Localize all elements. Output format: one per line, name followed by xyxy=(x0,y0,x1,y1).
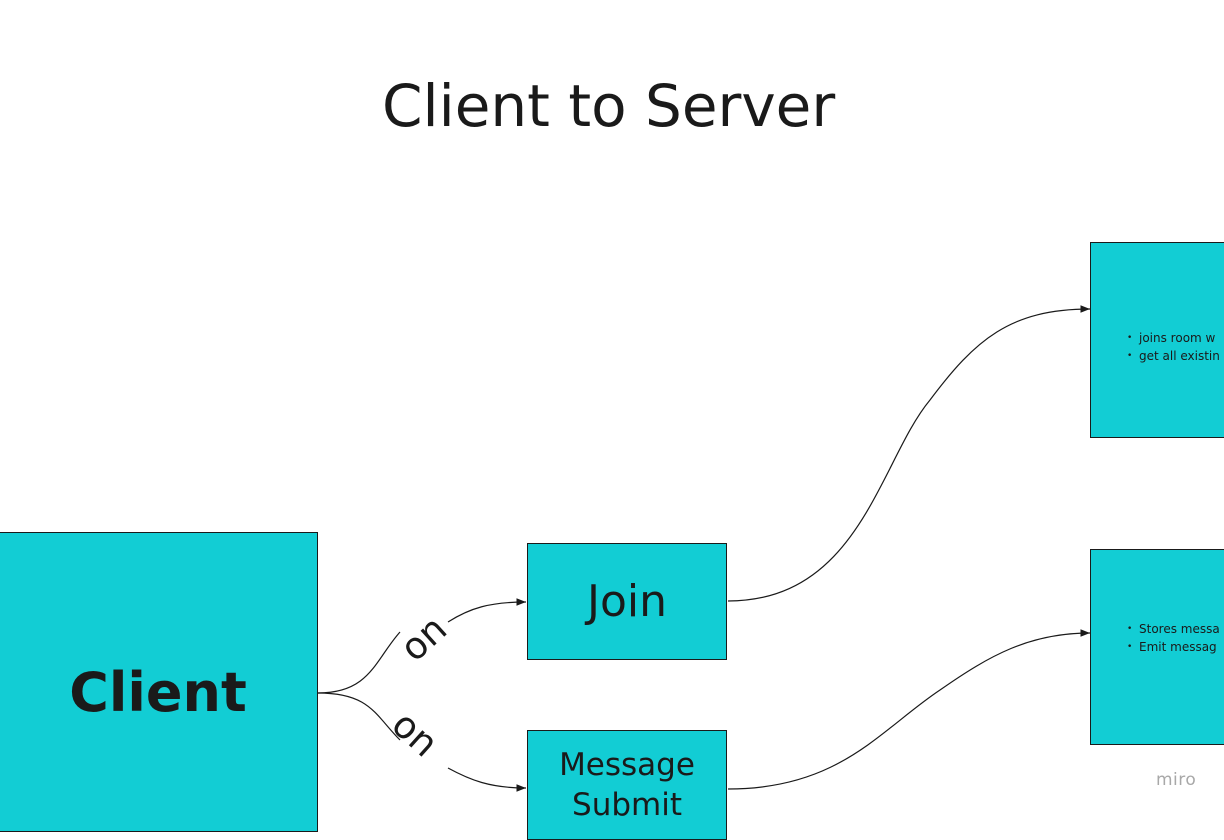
list-item: Stores messa xyxy=(1127,620,1220,638)
list-item: joins room w xyxy=(1127,329,1220,347)
client-node-label: Client xyxy=(69,660,247,724)
server-message-list: Stores messa Emit messag xyxy=(1127,620,1220,656)
server-join-node[interactable]: joins room w get all existin xyxy=(1090,242,1224,438)
connector-client-to-message[interactable] xyxy=(317,692,526,788)
message-submit-node-label: Message Submit xyxy=(559,747,695,823)
edge-label-on-join: on xyxy=(392,607,455,670)
miro-watermark: miro xyxy=(1156,770,1197,790)
server-join-list: joins room w get all existin xyxy=(1127,329,1220,365)
join-node[interactable]: Join xyxy=(527,543,727,660)
join-node-label: Join xyxy=(586,576,667,627)
diagram-title: Client to Server xyxy=(382,72,836,140)
client-node[interactable]: Client xyxy=(0,532,318,832)
connector-layer: on on xyxy=(317,305,1091,816)
list-item: get all existin xyxy=(1127,347,1220,365)
edge-label-on-message: on xyxy=(384,703,447,766)
list-item: Emit messag xyxy=(1127,638,1220,656)
server-message-node[interactable]: Stores messa Emit messag xyxy=(1090,549,1224,745)
connector-join-to-server[interactable] xyxy=(727,305,1091,602)
connector-client-to-join[interactable] xyxy=(317,602,526,694)
message-submit-node[interactable]: Message Submit xyxy=(527,730,727,840)
connector-message-to-server[interactable] xyxy=(727,629,1091,790)
